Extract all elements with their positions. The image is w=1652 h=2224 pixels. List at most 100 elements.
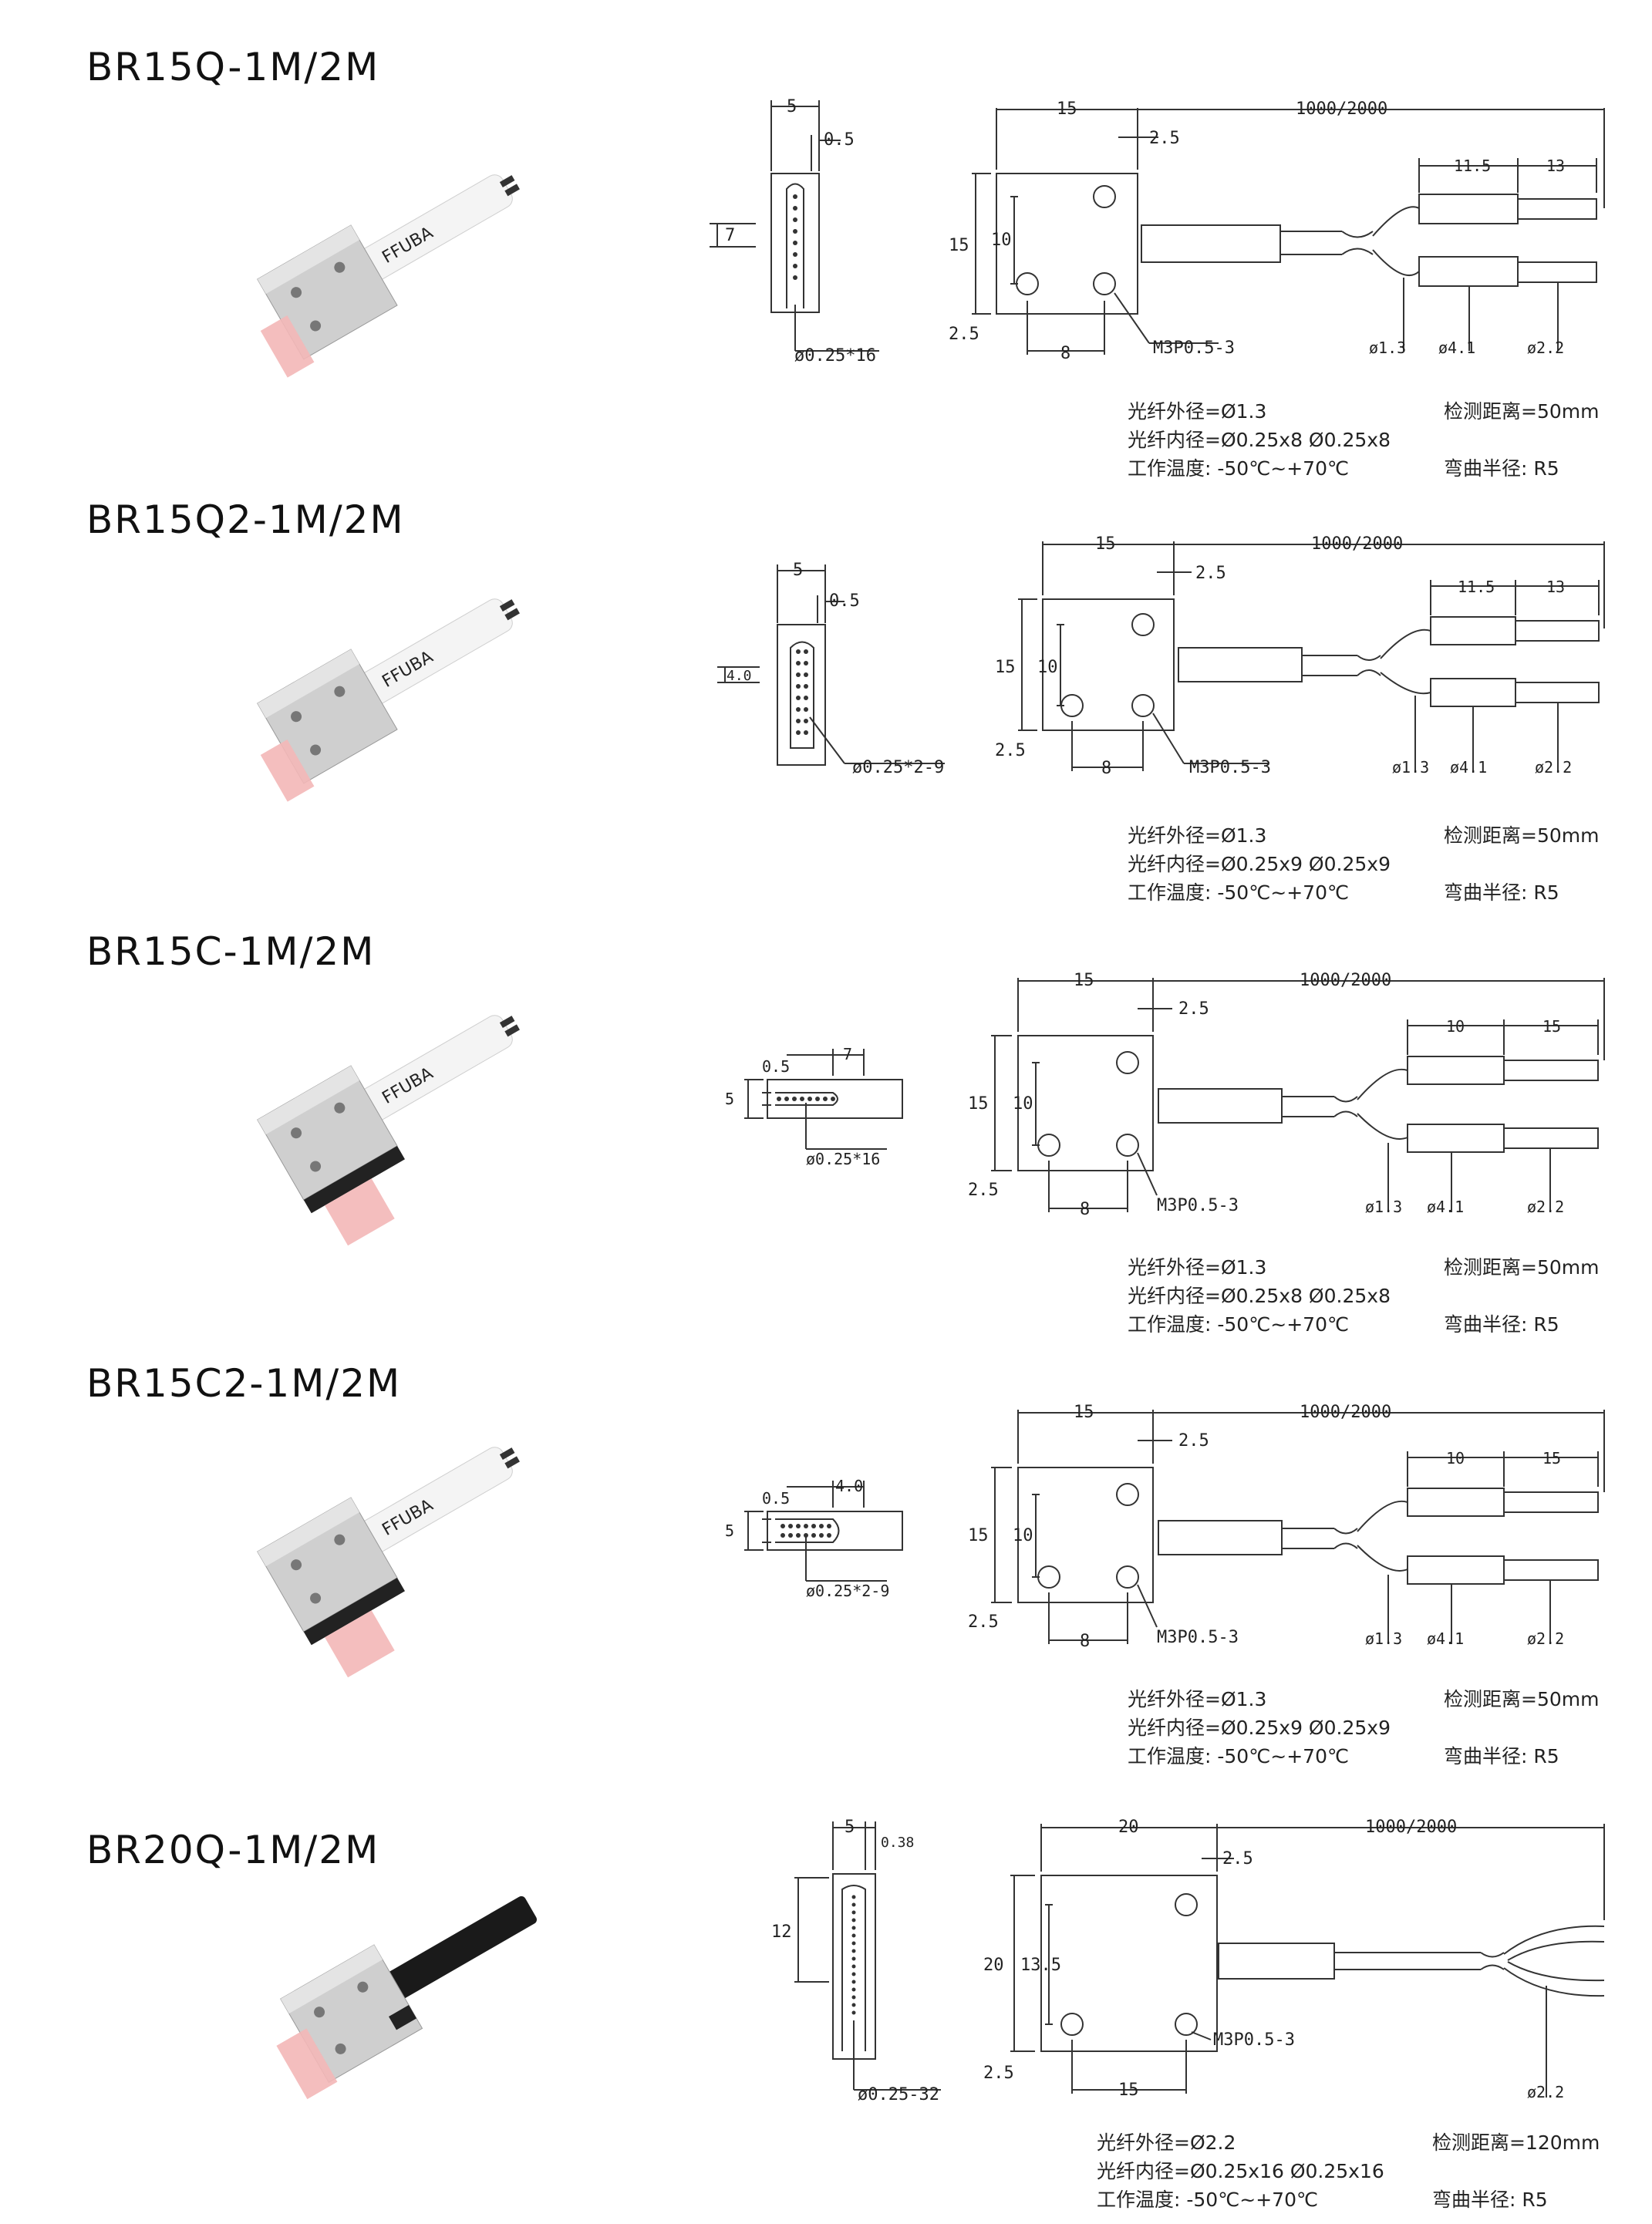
product-title: BR15Q-1M/2M [86,45,380,89]
dim-hole-vertical: 13.5 [1020,1956,1061,1975]
spec-outer-diameter: 光纤外径=Ø1.3 [1128,1256,1267,1279]
product-section-br20q: BR20Q-1M/2M [0,1789,1652,2224]
spec-bend: 弯曲半径: R5 [1444,881,1559,904]
dim-side-thickness: 0.38 [881,1835,914,1851]
dim-seg2: 13 [1546,578,1565,596]
dim-side-height: 5 [725,1521,734,1540]
spec-inner-diameter: 光纤内径=Ø0.25x8 Ø0.25x8 [1128,429,1391,451]
spec-block: 光纤外径=Ø1.3 光纤内径=Ø0.25x9 Ø0.25x9 工作温度: -50… [1128,821,1599,907]
dim-d3: ø2.2 [1527,1198,1564,1216]
dim-d2: ø4.1 [1427,1198,1464,1216]
dim-d1: ø1.3 [1365,1198,1402,1216]
dim-hole-vertical: 10 [1037,658,1058,677]
spec-temperature: 工作温度: -50℃~+70℃ [1128,1745,1350,1767]
spec-temperature: 工作温度: -50℃~+70℃ [1128,1313,1350,1336]
spec-bend: 弯曲半径: R5 [1444,1313,1559,1336]
dimension-drawing: 5 0.5 4.0 ø0.25*2-9 15 1000/2000 2.5 15 … [717,534,1605,778]
dim-body-height: 15 [968,1526,989,1545]
dim-d3: ø2.2 [1527,1629,1564,1648]
dim-hole-vertical: 10 [1013,1094,1033,1114]
dim-side-height: 12 [771,1922,792,1942]
dim-seg1: 10 [1446,1449,1465,1468]
dim-seg2: 13 [1546,157,1565,175]
dim-hole-horizontal: 8 [1080,1200,1090,1219]
dim-d3: ø2.2 [1535,758,1572,777]
screw-label: M3P0.5-3 [1189,758,1271,777]
dim-body-width: 15 [1057,99,1077,119]
dim-cable-length: 1000/2000 [1300,971,1391,990]
dim-hole-horizontal: 15 [1118,2081,1139,2100]
product-section-br15q: BR15Q-1M/2M FFUBA [0,0,1652,494]
dim-body-height: 20 [983,1956,1004,1975]
product-photo: FFUBA [257,1015,520,1246]
dim-seg1: 11.5 [1458,578,1495,596]
product-title: BR20Q-1M/2M [86,1828,380,1872]
dim-body-width: 20 [1118,1818,1139,1837]
product-photo: FFUBA [257,598,520,802]
product-photo: FFUBA [257,174,520,378]
spec-inner-diameter: 光纤内径=Ø0.25x9 Ø0.25x9 [1128,853,1391,875]
dimension-drawing: 7 0.5 5 ø0.25*16 15 1000/2000 2.5 15 10 … [725,971,1605,1219]
dim-cable-length: 1000/2000 [1311,534,1403,554]
screw-label: M3P0.5-3 [1157,1628,1239,1647]
spec-block: 光纤外径=Ø1.3 光纤内径=Ø0.25x8 Ø0.25x8 工作温度: -50… [1128,397,1599,483]
product-title: BR15Q2-1M/2M [86,497,405,542]
dim-side-thickness: 0.5 [762,1489,790,1508]
dim-side-width: 5 [787,97,797,116]
dim-side-thickness: 0.5 [762,1057,790,1076]
product-photo [276,1895,538,2100]
dim-offset: 2.5 [1178,1431,1209,1451]
dim-side-width: 7 [843,1045,852,1063]
product-section-br15q2: BR15Q2-1M/2M FFUBA [0,494,1652,925]
spec-temperature: 工作温度: -50℃~+70℃ [1097,2189,1319,2211]
spec-bend: 弯曲半径: R5 [1432,2189,1548,2211]
spec-outer-diameter: 光纤外径=Ø1.3 [1128,400,1267,423]
dim-hole-horizontal: 8 [1080,1632,1090,1651]
spec-block: 光纤外径=Ø2.2 光纤内径=Ø0.25x16 Ø0.25x16 工作温度: -… [1097,2128,1600,2214]
fiber-label: ø0.25*16 [794,346,876,366]
spec-block: 光纤外径=Ø1.3 光纤内径=Ø0.25x8 Ø0.25x8 工作温度: -50… [1128,1253,1599,1339]
dim-bottom: 2.5 [968,1612,999,1632]
dim-bottom: 2.5 [949,325,979,344]
product-title: BR15C2-1M/2M [86,1361,402,1406]
dim-offset: 2.5 [1222,1849,1253,1868]
dim-d3: ø2.2 [1527,2083,1564,2101]
dim-side-thickness: 0.5 [824,130,855,150]
dim-seg1: 11.5 [1454,157,1491,175]
dim-hole-horizontal: 8 [1101,759,1111,778]
spec-distance: 检测距离=120mm [1432,2131,1600,2154]
dim-body-width: 15 [1074,1403,1094,1422]
spec-temperature: 工作温度: -50℃~+70℃ [1128,457,1350,480]
dim-side-width: 5 [793,561,803,580]
dim-body-width: 15 [1074,971,1094,990]
spec-bend: 弯曲半径: R5 [1444,1745,1559,1767]
dim-side-height: 4.0 [727,668,752,684]
dim-cable-length: 1000/2000 [1296,99,1387,119]
dim-side-height: 7 [725,226,735,245]
spec-inner-diameter: 光纤内径=Ø0.25x8 Ø0.25x8 [1128,1285,1391,1307]
dim-hole-horizontal: 8 [1060,344,1070,363]
spec-inner-diameter: 光纤内径=Ø0.25x16 Ø0.25x16 [1097,2160,1384,2182]
spec-outer-diameter: 光纤外径=Ø2.2 [1097,2131,1236,2154]
dim-body-height: 15 [995,658,1016,677]
fiber-label: ø0.25*16 [806,1150,880,1168]
dim-offset: 2.5 [1195,564,1226,583]
spec-distance: 检测距离=50mm [1444,1688,1600,1710]
dimension-drawing: 5 0.5 7 ø0.25*16 15 1000/2000 2.5 15 10 … [710,97,1605,366]
dim-seg2: 15 [1542,1449,1561,1468]
screw-label: M3P0.5-3 [1153,339,1235,358]
fiber-label: ø0.25-32 [858,2085,939,2104]
spec-distance: 检测距离=50mm [1444,1256,1600,1279]
dim-side-width: 4.0 [835,1477,863,1495]
spec-distance: 检测距离=50mm [1444,400,1600,423]
product-photo: FFUBA [257,1447,520,1678]
dim-d1: ø1.3 [1392,758,1429,777]
dim-cable-length: 1000/2000 [1365,1818,1457,1837]
dim-bottom: 2.5 [983,2064,1014,2083]
dim-bottom: 2.5 [995,741,1026,760]
dim-d2: ø4.1 [1427,1629,1464,1648]
dim-bottom: 2.5 [968,1181,999,1200]
spec-bend: 弯曲半径: R5 [1444,457,1559,480]
product-title: BR15C-1M/2M [86,929,376,974]
dim-offset: 2.5 [1178,999,1209,1019]
